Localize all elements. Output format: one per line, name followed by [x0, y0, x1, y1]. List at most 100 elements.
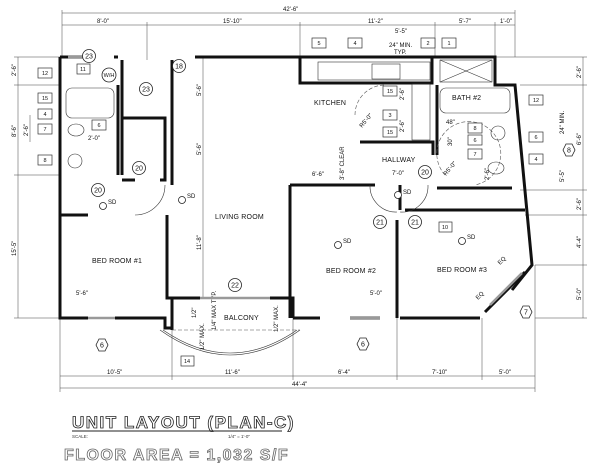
svg-text:22: 22 [231, 283, 239, 290]
toilet-1 [67, 123, 85, 137]
svg-text:4: 4 [43, 112, 46, 118]
dim-top: 11'-2" [368, 19, 383, 25]
door-swing [399, 184, 429, 213]
dim-closet-a: 5'-6" [197, 84, 203, 96]
dim-counter-min: 24" MIN. [389, 43, 412, 49]
keynote-box: 4 [37, 108, 53, 120]
windows [68, 55, 523, 320]
room-bed2: BED ROOM #2 [326, 268, 376, 275]
svg-text:6: 6 [100, 343, 104, 350]
keynote-box: 10 [438, 221, 453, 233]
dim-right: 4'-4" [577, 236, 583, 248]
keynote-box: 8 [467, 122, 483, 134]
bathtub-2 [439, 87, 511, 114]
dim-kitchen-turn: R5'-0" [359, 113, 374, 129]
keynote-box: 5 [311, 37, 327, 49]
dim-bath2-toilet: 2'-6" [485, 168, 491, 180]
svg-text:23: 23 [142, 87, 150, 94]
dim-bottom: 5'-0" [499, 370, 511, 376]
dim-left: 8'-6" [12, 125, 18, 137]
room-balcony: BALCONY [224, 315, 259, 322]
dim-bottom: 11'-6" [225, 370, 240, 376]
tag-circle: 20 [91, 183, 105, 197]
door-tags: 23 23 18 20 20 20 21 21 22 [82, 49, 432, 292]
dim-top: 8'-0" [97, 19, 109, 25]
room-bed1: BED ROOM #1 [92, 258, 142, 265]
svg-text:15: 15 [387, 89, 393, 95]
dim-bottom: 7'-10" [432, 370, 447, 376]
sd-label: SD [108, 200, 117, 206]
drawing-title: UNIT LAYOUT (PLAN-C) [72, 413, 295, 432]
dim-balcony-slope: 1/4" MAX TYP. [212, 290, 218, 330]
smoke-detector-icon [99, 202, 107, 210]
dim-bath1-width: 2'-0" [88, 136, 100, 142]
dim-bed3-window1: EQ [475, 291, 486, 302]
dim-bottom: 10'-5" [107, 370, 122, 376]
smoke-detector-icon [394, 191, 402, 199]
svg-text:21: 21 [411, 220, 419, 227]
dim-overall-top: 42'-6" [283, 7, 298, 13]
dim-left: 15'-5" [12, 241, 18, 256]
range-icon [371, 63, 401, 80]
svg-text:21: 21 [376, 220, 384, 227]
window-tags: 6 6 8 7 [95, 143, 576, 352]
tag-circle: 23 [82, 49, 96, 63]
sd-label: SD [187, 194, 196, 200]
title-block: UNIT LAYOUT (PLAN-C) SCALE: 1/4" = 1'-0"… [64, 413, 295, 465]
dim-bath2-right: 5'-5" [560, 170, 566, 182]
scale-label: SCALE: [72, 434, 88, 439]
keynote-box: 2 [420, 37, 436, 49]
keynote-box: 6 [528, 131, 544, 143]
dim-hall-width: 7'-0" [392, 171, 404, 177]
svg-text:7: 7 [524, 310, 528, 317]
smoke-detector-icon [334, 241, 342, 249]
tag-circle: 20 [132, 161, 146, 175]
keynote-box: 15 [37, 92, 53, 104]
svg-text:4: 4 [534, 157, 537, 163]
dim-typ: TYP. [394, 50, 407, 56]
dim-bed1-window: 5'-6" [76, 291, 88, 297]
dim-bed3-window2: EQ [497, 256, 508, 267]
keynote-box: 7 [37, 123, 53, 135]
smoke-detectors: SD SD SD SD SD [99, 190, 476, 249]
svg-text:20: 20 [421, 170, 429, 177]
keynote-box: 7 [467, 148, 483, 160]
dimension-lines [14, 10, 587, 392]
keynote-box: 4 [528, 153, 544, 165]
svg-text:7: 7 [43, 127, 46, 133]
keynote-box: 12 [37, 67, 53, 79]
sd-label: SD [467, 235, 476, 241]
dim-hall-clear: 3'-8" CLEAR [340, 146, 346, 180]
keynote-box: 8 [37, 154, 53, 166]
svg-text:10: 10 [442, 225, 448, 231]
svg-text:15: 15 [42, 96, 48, 102]
svg-text:20: 20 [135, 166, 143, 173]
dim-kitchen-a: 2'-6" [400, 88, 406, 100]
svg-text:7: 7 [473, 152, 476, 158]
tag-circle: 23 [139, 82, 153, 96]
svg-text:1: 1 [447, 41, 450, 47]
dim-bath2-30: 30" [448, 137, 454, 146]
dim-right: 6'-6" [577, 133, 583, 145]
svg-text:3: 3 [388, 113, 391, 119]
svg-text:8: 8 [473, 126, 476, 132]
svg-text:23: 23 [85, 54, 93, 61]
toilet-2 [487, 161, 505, 175]
dim-left: 2'-6" [12, 64, 18, 76]
keynote-box: 15 [382, 126, 398, 138]
tag-hexagon: 6 [356, 337, 370, 351]
sd-label: SD [403, 190, 412, 196]
fixtures [65, 59, 511, 356]
svg-text:5: 5 [317, 41, 320, 47]
tag-circle: 21 [373, 215, 387, 229]
keynote-box: 11 [76, 63, 91, 75]
scale-value: 1/4" = 1'-0" [228, 434, 250, 439]
dim-hall-left: 6'-6" [312, 172, 324, 178]
walls [58, 55, 534, 330]
floor-area: FLOOR AREA = 1,032 S/F [64, 447, 289, 464]
dim-bed2-window: 5'-0" [370, 291, 382, 297]
keynote-box: 1 [441, 37, 457, 49]
dim-top: 15'-10" [223, 19, 242, 25]
keynote-box: 6 [91, 119, 107, 131]
